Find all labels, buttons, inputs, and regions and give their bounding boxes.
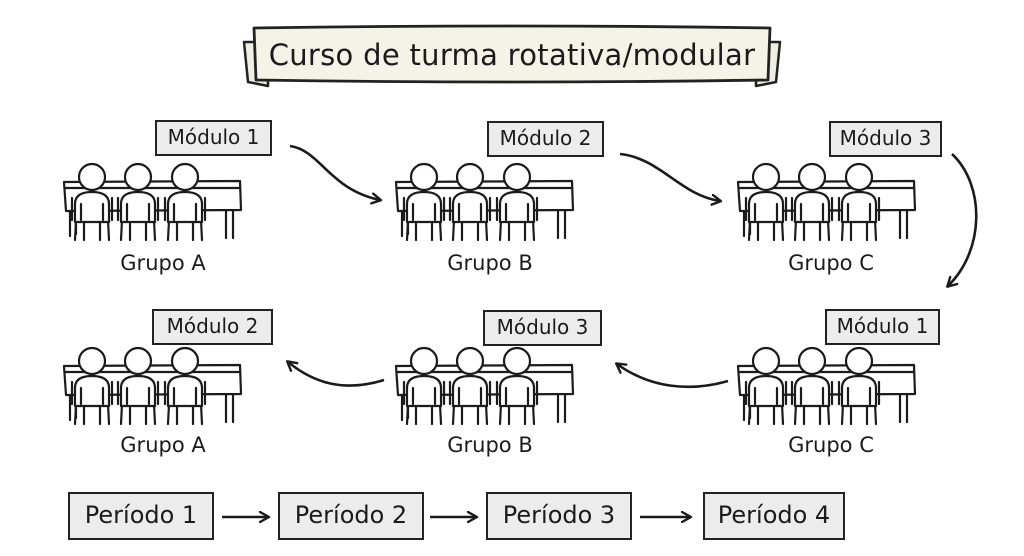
period-box-1: Período 1 [68, 492, 214, 540]
student-figure [837, 346, 881, 426]
student-figure [790, 346, 834, 426]
classroom-sketch [736, 346, 917, 426]
student-figure [402, 346, 446, 426]
arrow-row1-a-to-b [289, 144, 380, 200]
group-label-row2-a: Grupo A [120, 433, 206, 457]
module-label-row2-c: Módulo 1 [825, 309, 940, 345]
student-figure [163, 346, 207, 426]
classroom-row2-a [58, 344, 248, 426]
module-label-row1-a: Módulo 1 [155, 120, 272, 156]
title-banner: Curso de turma rotativa/modular [238, 20, 786, 98]
classroom-row2-b [390, 344, 580, 426]
student-figure [790, 162, 834, 242]
arrow-row1-b-to-c [619, 152, 720, 201]
module-label-row2-b: Módulo 3 [483, 310, 602, 346]
classroom-sketch [394, 162, 575, 242]
arrow-row2-b-to-a [288, 362, 385, 387]
classroom-sketch [394, 346, 575, 426]
student-figure [402, 162, 446, 242]
arrow-row1-c-down [948, 153, 978, 286]
student-figure [495, 162, 539, 242]
period-box-2: Período 2 [278, 492, 424, 540]
student-figure [116, 346, 160, 426]
classroom-row1-c [732, 160, 922, 242]
student-figure [163, 162, 207, 242]
classroom-row1-b [390, 160, 580, 242]
diagram-title: Curso de turma rotativa/modular [268, 38, 756, 72]
module-label-row1-c: Módulo 3 [829, 121, 942, 157]
classroom-sketch [736, 162, 917, 242]
student-figure [448, 162, 492, 242]
student-figure [495, 346, 539, 426]
module-label-row2-a: Módulo 2 [152, 309, 273, 345]
group-label-row2-b: Grupo B [447, 433, 533, 457]
group-label-row1-b: Grupo B [447, 251, 533, 275]
student-figure [837, 162, 881, 242]
period-box-4: Período 4 [703, 492, 845, 540]
period-box-3: Período 3 [486, 492, 632, 540]
classroom-sketch [62, 346, 243, 426]
student-figure [70, 162, 114, 242]
classroom-sketch [62, 162, 243, 242]
group-label-row1-c: Grupo C [788, 251, 874, 275]
student-figure [116, 162, 160, 242]
classroom-row1-a [58, 160, 248, 242]
student-figure [744, 346, 788, 426]
group-label-row1-a: Grupo A [120, 251, 206, 275]
group-label-row2-c: Grupo C [788, 433, 874, 457]
student-figure [70, 346, 114, 426]
student-figure [744, 162, 788, 242]
arrow-row2-c-to-b [617, 364, 729, 389]
classroom-row2-c [732, 344, 922, 426]
student-figure [448, 346, 492, 426]
module-label-row1-b: Módulo 2 [487, 121, 604, 157]
